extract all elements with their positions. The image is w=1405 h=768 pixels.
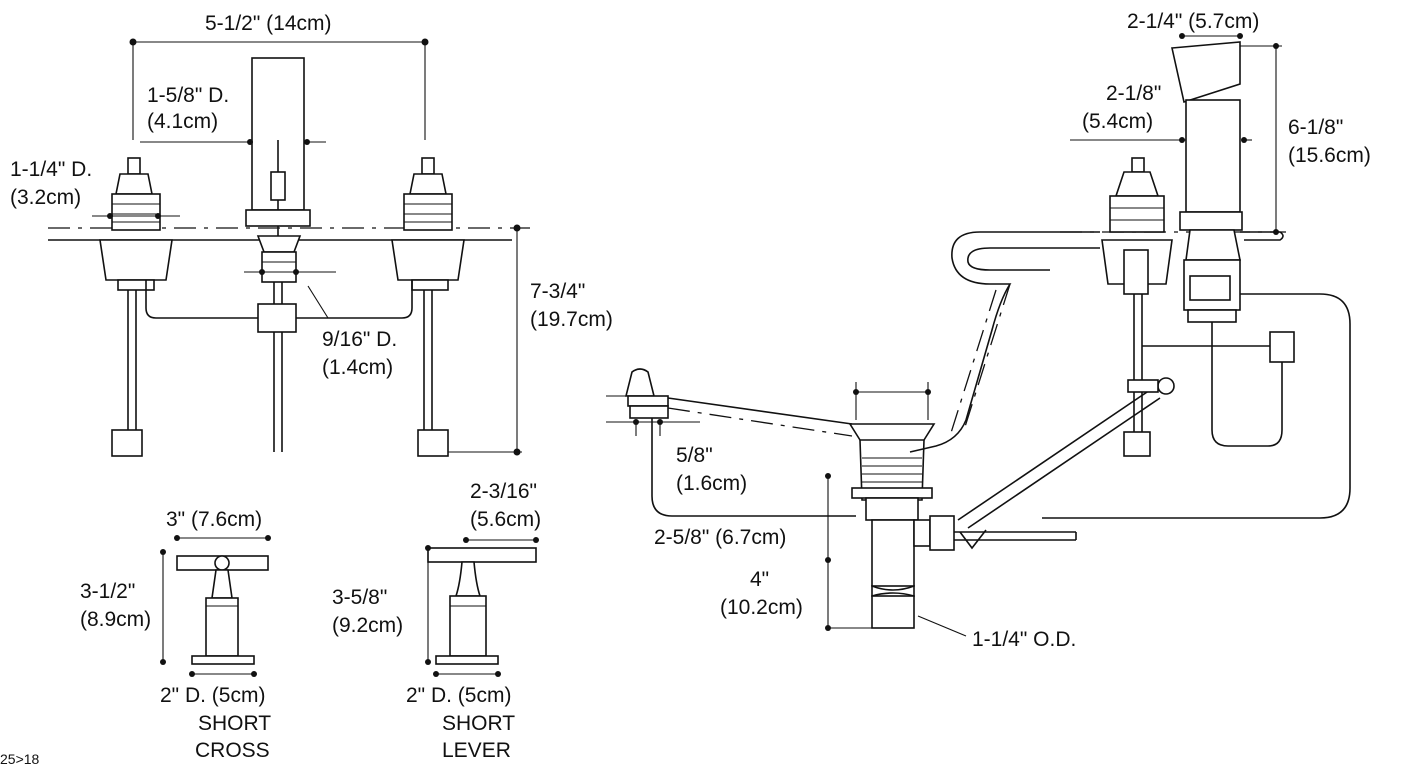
drain-length-label: 4" (750, 568, 769, 591)
lever-height-metric: (9.2cm) (332, 614, 403, 637)
lever-height-label: 3-5/8" (332, 586, 387, 609)
right-valve (391, 157, 465, 457)
spout-top-label: 2-1/4" (5.7cm) (1127, 10, 1259, 33)
left-valve (99, 157, 173, 457)
tailpiece-od-label: 1-1/4" O.D. (972, 628, 1076, 651)
spout-height-metric: (15.6cm) (1288, 144, 1371, 167)
spout-diameter-metric: (4.1cm) (147, 110, 218, 133)
cross-height-label: 3-1/2" (80, 580, 135, 603)
spout-side-label: 2-1/8" (1106, 82, 1161, 105)
spout-height-label: 6-1/8" (1288, 116, 1343, 139)
lever-base-label: 2" D. (5cm) (406, 684, 511, 707)
knob-dim-metric: (1.6cm) (676, 472, 747, 495)
knob-dim-label: 5/8" (676, 444, 713, 467)
lever-handle-name-1: SHORT (442, 712, 515, 735)
total-height-label: 7-3/4" (530, 280, 585, 303)
side-view (606, 33, 1351, 637)
short-lever-handle (425, 537, 539, 677)
dimension-labels: 5-1/2" (14cm) 1-5/8" D. (4.1cm) 1-1/4" D… (0, 10, 1371, 767)
center-diameter-label: 9/16" D. (322, 328, 397, 351)
spout-diameter-label: 1-5/8" D. (147, 84, 229, 107)
front-view (48, 38, 530, 457)
short-cross-handle (160, 535, 271, 677)
spout-spread-label: 5-1/2" (14cm) (205, 12, 332, 35)
cross-base-label: 2" D. (5cm) (160, 684, 265, 707)
cross-height-metric: (8.9cm) (80, 608, 151, 631)
lever-width-metric: (5.6cm) (470, 508, 541, 531)
valve-diameter-label: 1-1/4" D. (10, 158, 92, 181)
spout-side-metric: (5.4cm) (1082, 110, 1153, 133)
lever-width-label: 2-3/16" (470, 480, 537, 503)
valve-diameter-metric: (3.2cm) (10, 186, 81, 209)
cross-width-label: 3" (7.6cm) (166, 508, 262, 531)
cross-handle-name-2: CROSS (195, 739, 270, 762)
drain-length-metric: (10.2cm) (720, 596, 803, 619)
lever-handle-name-2: LEVER (442, 739, 511, 762)
drain-dim-label: 2-5/8" (6.7cm) (654, 526, 786, 549)
cross-handle-name-1: SHORT (198, 712, 271, 735)
center-diameter-metric: (1.4cm) (322, 356, 393, 379)
total-height-metric: (19.7cm) (530, 308, 613, 331)
footer-code: 25>18 (0, 751, 40, 767)
